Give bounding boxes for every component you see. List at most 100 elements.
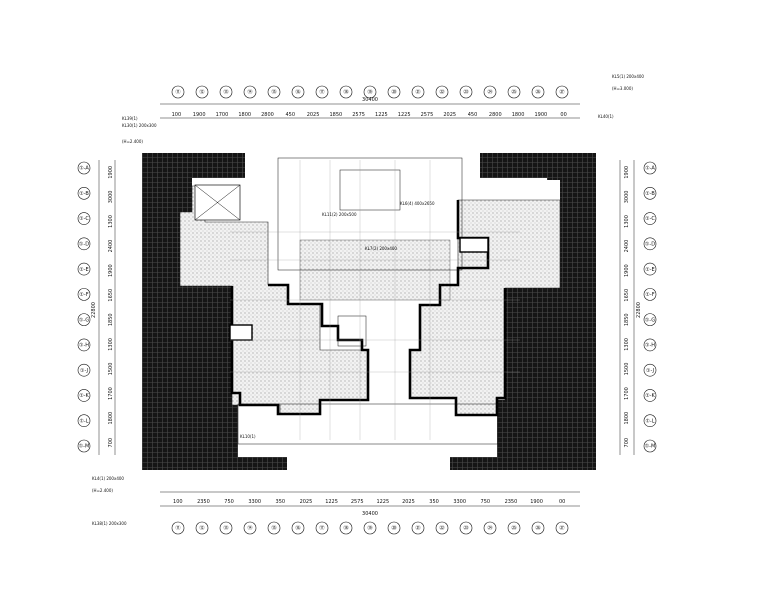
dimension-value: 2025: [307, 112, 320, 118]
axis-label: ⑰: [319, 89, 324, 96]
axis-label: ㉗: [559, 89, 564, 96]
axis-label: ⑲: [367, 525, 372, 532]
axis-bubble: [77, 439, 91, 453]
axis-label: ㉔: [487, 89, 492, 96]
axis-label: ⑳: [391, 525, 396, 532]
axis-label: ①-G: [79, 317, 89, 323]
dimension-value: 3300: [453, 499, 466, 505]
dimension-value: 350: [276, 499, 286, 505]
axis-label: ⑯: [295, 525, 300, 532]
small-room-right: [459, 237, 489, 253]
axis-bubble: [507, 521, 521, 535]
dimension-value: 350: [429, 499, 439, 505]
axis-bubble: [643, 288, 657, 301]
axis-label: ①-F: [79, 292, 88, 298]
axis-label: ⑰: [319, 525, 324, 532]
axis-label: ㉒: [439, 525, 444, 532]
dimension-value: 1300: [624, 338, 630, 351]
note-bl-beam2: KL38(1) 200x300: [92, 521, 127, 526]
dotted-slab-areas: [179, 185, 561, 416]
dimension-value: 00: [559, 499, 565, 505]
dimension-value: 1850: [329, 112, 342, 118]
axis-label: ⑲: [367, 89, 372, 96]
note-center-1: KL11(2) 200x500: [322, 212, 357, 217]
axis-bubble: [77, 237, 91, 251]
dimension-value: 750: [224, 499, 234, 505]
dimension-value: 1900: [624, 166, 630, 179]
axis-bubble: [643, 338, 657, 352]
note-tr-beam2: KL40(1): [598, 114, 614, 119]
axis-bubbles-left: ①-A①-B①-C①-D①-E①-F①-G①-H①-J①-K①-L①-M: [77, 161, 91, 453]
dimension-value: 2575: [351, 499, 364, 505]
axis-label: ⑪: [175, 89, 180, 96]
slab-outline-left: [230, 283, 370, 416]
note-center-3: KL7(2) 200x400: [365, 246, 397, 251]
axis-bubble: [643, 439, 657, 453]
hatched-slab-areas: [142, 153, 596, 470]
dimension-value: 1225: [398, 112, 411, 118]
note-bl-level: (H=2.400): [92, 488, 113, 493]
dimension-value: 1900: [534, 112, 547, 118]
dimension-value: 1300: [108, 215, 114, 228]
stair-box: [339, 169, 401, 211]
axis-label: ㉒: [439, 89, 444, 96]
axis-label: ①-A: [79, 166, 89, 172]
axis-label: ⑭: [247, 89, 252, 96]
axis-bubble: [243, 521, 257, 535]
dimension-value: 2025: [443, 112, 456, 118]
axis-bubble: [643, 161, 657, 175]
dimension-value: 1850: [624, 313, 630, 326]
dimension-value: 2575: [352, 112, 365, 118]
axis-label: ⑮: [271, 525, 276, 532]
axis-bubble: [643, 389, 657, 402]
axis-bubble: [77, 338, 91, 352]
axis-label: ①-K: [645, 393, 655, 399]
axis-bubble: [339, 85, 353, 99]
axis-bubble: [483, 85, 497, 99]
dimension-value: 1900: [193, 112, 206, 118]
dimension-value: 100: [173, 499, 183, 505]
dimensions-right: 1900300013002400190016501850130015001700…: [624, 166, 630, 448]
axis-bubble: [363, 521, 377, 535]
axis-bubble: [435, 521, 449, 535]
dimension-value: 1850: [108, 313, 114, 326]
axis-label: ㉖: [535, 89, 540, 96]
axis-bubble: [195, 85, 209, 99]
dimension-value: 1500: [108, 363, 114, 376]
dimension-value: 1800: [238, 112, 251, 118]
axis-label: ㉑: [415, 525, 420, 532]
axis-label: ㉓: [463, 89, 468, 96]
dimension-value: 700: [108, 438, 114, 448]
dimension-value: 1900: [108, 166, 114, 179]
dimension-value: 2800: [261, 112, 274, 118]
note-tl-beam: KL39(1): [122, 116, 138, 121]
axis-bubble: [77, 161, 91, 175]
axis-bubble: [411, 521, 425, 535]
slab-boundary-lines: [230, 200, 507, 417]
axis-bubble: [411, 85, 425, 99]
dimension-value: 2800: [489, 112, 502, 118]
axis-bubble: [315, 521, 329, 535]
axis-bubble: [643, 313, 657, 326]
axis-bubble: [339, 521, 353, 535]
dimension-value: 1300: [624, 215, 630, 228]
axis-label: ⑭: [247, 525, 252, 532]
dimension-value: 1900: [530, 499, 543, 505]
dimension-value: 2575: [421, 112, 434, 118]
axis-bubble: [643, 363, 657, 377]
axis-label: ①-L: [79, 418, 88, 424]
axis-label: ⑬: [223, 89, 228, 96]
axis-label: ⑯: [295, 89, 300, 96]
axis-bubble: [267, 521, 281, 535]
axis-bubble: [291, 85, 305, 99]
dimension-value: 3000: [108, 191, 114, 204]
hatched-slab-left: [142, 153, 287, 470]
dimension-value: 1800: [512, 112, 525, 118]
axis-label: ①-B: [645, 191, 655, 197]
axis-bubble: [77, 288, 91, 301]
dimension-value: 1300: [108, 338, 114, 351]
axis-label: ①-G: [645, 317, 655, 323]
dimension-value: 1225: [376, 499, 389, 505]
